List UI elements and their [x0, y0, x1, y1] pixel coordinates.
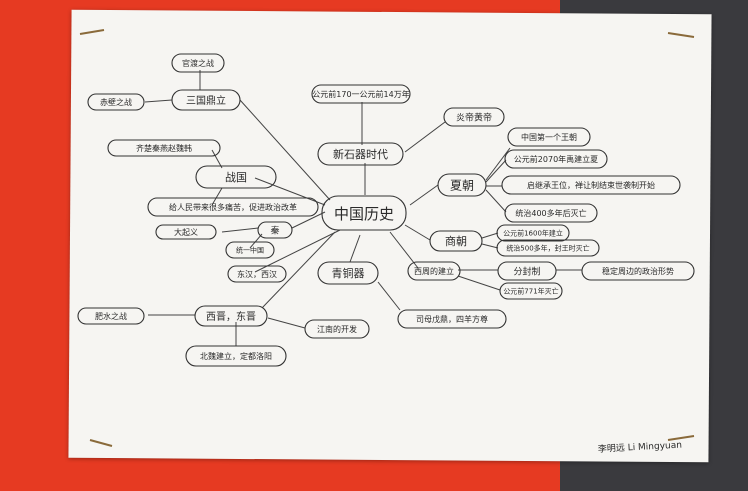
- node-label-chibi: 赤壁之战: [100, 97, 132, 107]
- node-label-yanhuang: 炎帝黄帝: [456, 111, 492, 123]
- node-zhanguo: [195, 165, 277, 189]
- center-label: 中国历史: [334, 205, 394, 223]
- node-jiangnan: [304, 319, 370, 339]
- node-chibi: [87, 93, 145, 111]
- node-jin: [194, 305, 268, 327]
- node-fengjian1: [581, 261, 695, 281]
- node-qingtong: [317, 261, 379, 285]
- node-label-xizhou2: 公元前771年灭亡: [503, 287, 558, 296]
- node-han: [227, 265, 287, 283]
- node-dayi: [155, 224, 217, 240]
- node-label-qin1: 统一中国: [236, 246, 264, 255]
- center-node: [321, 195, 407, 231]
- node-label-dayi: 大起义: [174, 227, 198, 237]
- node-label-zhanguo1: 齐楚秦燕赵魏韩: [136, 143, 192, 153]
- node-label-xia: 夏朝: [450, 179, 474, 193]
- node-label-han: 东汉，西汉: [237, 269, 277, 279]
- node-label-zhanguo2: 给人民带来很多痛苦，促进政治改革: [169, 202, 297, 212]
- edges: [144, 70, 582, 346]
- node-label-jin: 西晋，东晋: [206, 310, 256, 323]
- node-label-xinshi: 新石器时代: [333, 147, 388, 161]
- node-sanguo: [171, 89, 241, 111]
- node-label-fengjian: 分封制: [513, 265, 540, 277]
- node-shang: [429, 230, 483, 252]
- node-xinshi_date: [311, 84, 411, 104]
- node-xia1: [507, 127, 591, 147]
- node-xizhou: [407, 261, 461, 281]
- node-label-shang1: 公元前1600年建立: [503, 229, 563, 238]
- node-label-xinshi_date: 公元前170一公元前14万年: [312, 89, 409, 99]
- signature: 李明远 Li Mingyuan: [598, 439, 683, 455]
- node-shang2: [496, 239, 600, 257]
- node-qingtong1: [397, 309, 507, 329]
- node-xia: [437, 173, 487, 197]
- node-label-xizhou: 西周的建立: [414, 266, 454, 276]
- node-label-guandu: 官渡之战: [182, 58, 214, 68]
- node-label-xia2: 公元前2070年禹建立夏: [514, 154, 598, 164]
- node-xinshi: [317, 142, 404, 166]
- tape-pin: [89, 439, 113, 447]
- node-xizhou2: [499, 282, 563, 300]
- node-label-xia3: 启继承王位，禅让制结束世袭制开始: [527, 180, 655, 190]
- node-label-jin1: 北魏建立，定都洛阳: [200, 351, 272, 361]
- node-xia3: [501, 175, 681, 195]
- node-label-jiangnan: 江南的开发: [317, 324, 357, 334]
- node-label-xia4: 统治400多年后灭亡: [515, 208, 586, 218]
- node-label-xia1: 中国第一个王朝: [521, 132, 577, 142]
- node-xia2: [504, 149, 608, 169]
- node-label-fengjian1: 稳定周边的政治形势: [602, 266, 674, 276]
- node-label-qin: 秦: [270, 224, 279, 236]
- node-xia4: [504, 203, 598, 223]
- node-qin: [257, 221, 293, 239]
- node-label-feishui: 肥水之战: [95, 311, 127, 321]
- node-jin1: [185, 345, 287, 367]
- node-fengjian: [497, 261, 557, 281]
- tape-pin: [667, 32, 695, 38]
- node-yanhuang: [443, 107, 505, 127]
- node-label-zhanguo: 战国: [225, 171, 247, 184]
- node-zhanguo1: [107, 139, 221, 157]
- node-zhanguo2: [147, 197, 319, 217]
- node-label-sanguo: 三国鼎立: [186, 94, 226, 107]
- node-label-shang2: 统治500多年，封王时灭亡: [506, 244, 589, 253]
- node-label-qingtong: 青铜器: [332, 266, 365, 280]
- node-qin1: [225, 241, 275, 259]
- tape-pin: [667, 435, 695, 441]
- tape-pin: [79, 29, 105, 35]
- node-feishui: [77, 307, 145, 325]
- node-guandu: [171, 53, 225, 73]
- node-shang1: [496, 224, 570, 242]
- node-label-qingtong1: 司母戊鼎，四羊方尊: [416, 314, 488, 324]
- node-label-shang: 商朝: [445, 234, 467, 248]
